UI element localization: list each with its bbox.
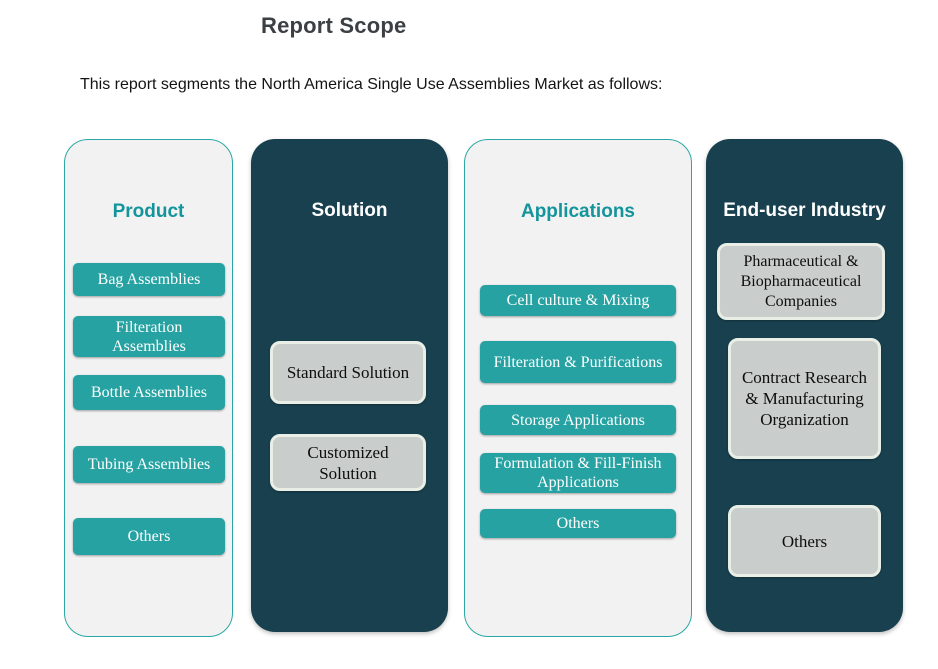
column-product: Product Bag Assemblies Filteration Assem…	[64, 139, 233, 637]
item-filteration-purifications: Filteration & Purifications	[480, 341, 676, 383]
item-bottle-assemblies: Bottle Assemblies	[73, 375, 225, 410]
item-applications-others: Others	[480, 509, 676, 538]
page-title: Report Scope	[261, 13, 407, 38]
item-bag-assemblies: Bag Assemblies	[73, 263, 225, 296]
item-storage-applications: Storage Applications	[480, 405, 676, 435]
column-applications-header: Applications	[520, 201, 635, 222]
item-tubing-assemblies: Tubing Assemblies	[73, 446, 225, 483]
page-subtitle: This report segments the North America S…	[80, 76, 663, 93]
item-filteration-assemblies: Filteration Assemblies	[73, 316, 225, 357]
column-applications: Applications Cell culture & Mixing Filte…	[464, 139, 692, 637]
item-product-others: Others	[73, 518, 225, 555]
column-solution: Solution Standard Solution Customized So…	[251, 139, 448, 632]
column-end-user-industry: End-user Industry Pharmaceutical & Bioph…	[706, 139, 903, 632]
item-customized-solution: Customized Solution	[270, 434, 426, 491]
column-solution-header: Solution	[311, 200, 388, 221]
item-cell-culture-mixing: Cell culture & Mixing	[480, 285, 676, 316]
item-formulation-fill-finish: Formulation & Fill-Finish Applications	[480, 453, 676, 493]
item-standard-solution: Standard Solution	[270, 341, 426, 404]
column-product-header: Product	[112, 201, 185, 222]
column-end-user-industry-header: End-user Industry	[723, 200, 886, 221]
item-end-user-others: Others	[728, 505, 881, 577]
item-pharma-biopharma-companies: Pharmaceutical & Biopharmaceutical Compa…	[717, 243, 885, 320]
item-contract-research-manufacturing: Contract Research & Manufacturing Organi…	[728, 338, 881, 459]
